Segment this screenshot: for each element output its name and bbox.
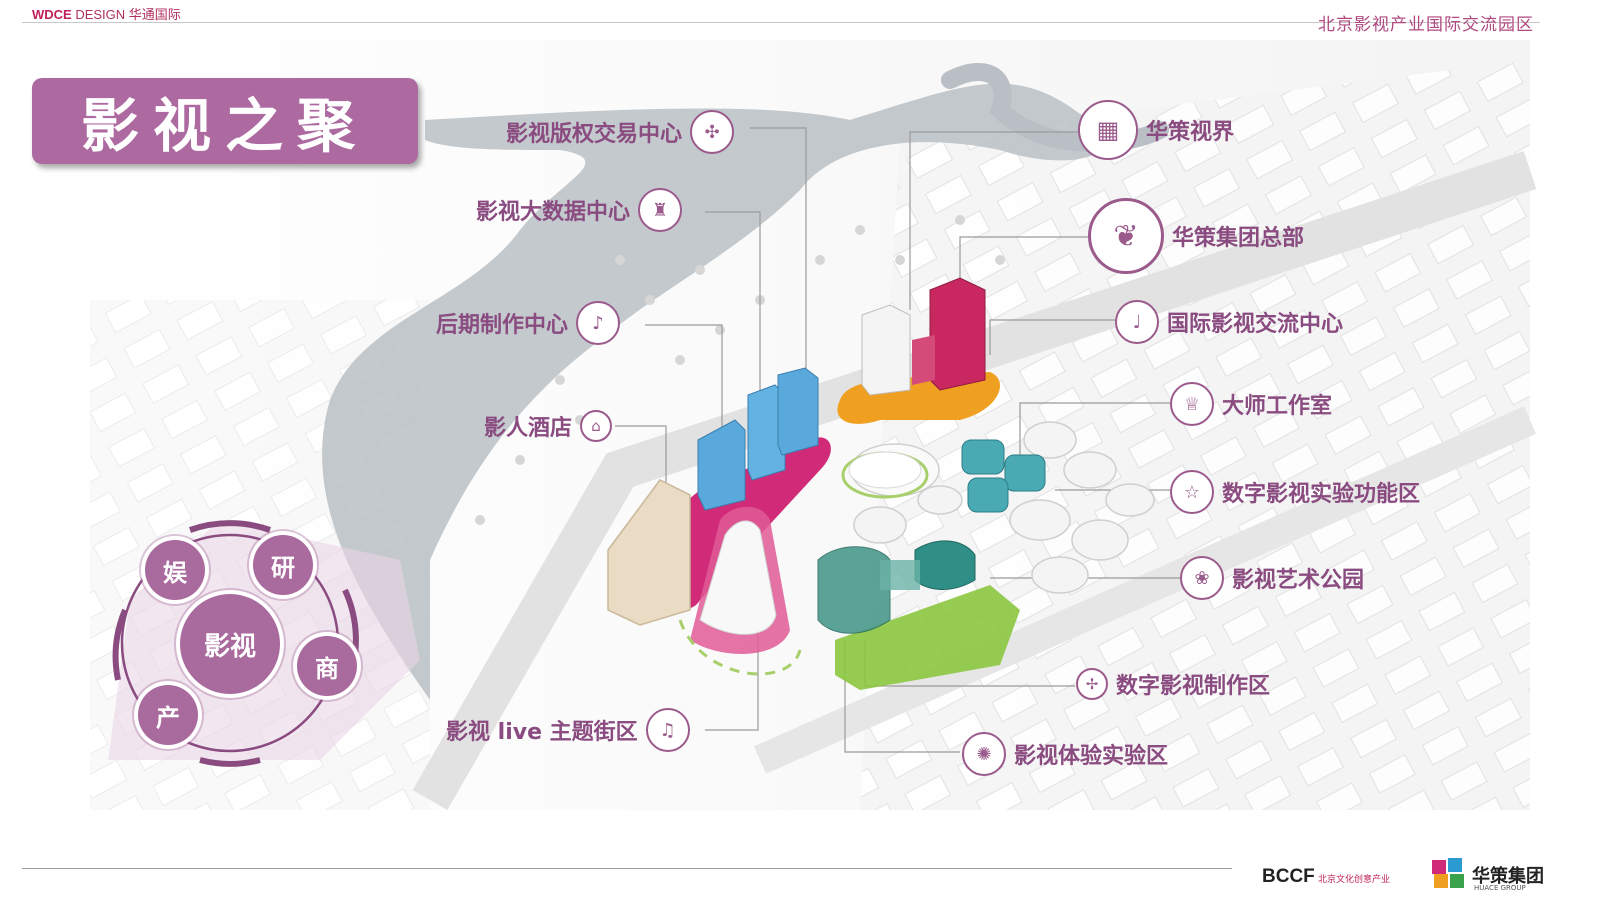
wheel-node-research: 研 [253, 535, 313, 595]
label-huace-vision-text: 华策视界 [1146, 120, 1235, 145]
header-divider [22, 22, 1540, 23]
green-park [835, 585, 1020, 690]
cross-road [753, 406, 1537, 774]
huace-logo-icon [1432, 858, 1464, 888]
atom-icon: ✺ [962, 732, 1006, 776]
label-experience-zone: ✺ 影视体验实验区 [962, 732, 1168, 776]
label-huace-hq: ❦ 华策集团总部 [1088, 198, 1304, 274]
footer-divider [22, 868, 1232, 869]
label-big-data-center: 影视大数据中心 ♜ [476, 188, 683, 232]
wheel-center-node: 影视 [180, 594, 280, 694]
stage-icon: ▦ [1078, 100, 1138, 160]
label-experience-zone-text: 影视体验实验区 [1014, 744, 1169, 769]
label-live-street-text: 影视 live 主题街区 [446, 720, 638, 745]
wheel-arc-top [189, 520, 271, 533]
hotel-building [607, 479, 691, 626]
wheel-arc-bottom [199, 757, 261, 767]
microphone-icon: ♫ [645, 708, 690, 752]
label-master-studio: ♕ 大师工作室 [1170, 382, 1332, 426]
river [322, 83, 1104, 700]
project-name: 北京影视产业国际交流园区 [1318, 15, 1534, 35]
brand-logo: WDCE DESIGN 华通国际 [32, 4, 181, 23]
city-blocks-right [860, 60, 1530, 810]
bccf-logo-sub: 北京文化创意产业 [1318, 875, 1391, 885]
music-note-icon: ♪ [576, 301, 621, 345]
tower-icon: ♜ [638, 188, 683, 232]
page-title: 影视之聚 [80, 92, 369, 160]
green-dash-arc [678, 619, 802, 676]
white-street [699, 520, 777, 635]
production-connector [880, 560, 920, 590]
wheel-node-entertainment: 娱 [145, 540, 205, 600]
puzzle-icon: ✣ [690, 110, 735, 154]
label-live-street: 影视 live 主题街区 ♫ [446, 708, 690, 752]
label-copyright-center-text: 影视版权交易中心 [506, 122, 683, 147]
label-digital-lab-text: 数字影视实验功能区 [1222, 482, 1421, 507]
trophy-icon: ♕ [1170, 382, 1214, 426]
label-digital-production: ✢ 数字影视制作区 [1076, 668, 1270, 700]
label-copyright-center: 影视版权交易中心 ✣ [506, 110, 735, 154]
production-block [817, 546, 891, 634]
brand-bold: WDCE [32, 7, 72, 22]
hq-tower [929, 277, 986, 391]
label-hotel-text: 影人酒店 [484, 416, 573, 441]
teal-blocks [961, 439, 1046, 513]
production-block-b [914, 540, 976, 590]
wheel-node-industry: 产 [138, 685, 198, 745]
fan-icon: ✢ [1076, 668, 1108, 700]
bccf-logo: BCCF [1262, 866, 1315, 887]
label-digital-lab: ☆ 数字影视实验功能区 [1170, 470, 1420, 514]
tree-icon: ❀ [1180, 556, 1224, 600]
wheel-arc-left [112, 608, 128, 681]
label-master-studio-text: 大师工作室 [1222, 394, 1333, 419]
central-plaza [848, 451, 922, 489]
label-art-park: ❀ 影视艺术公园 [1180, 556, 1364, 600]
label-exchange-center: ♩ 国际影视交流中心 [1115, 300, 1343, 344]
label-huace-hq-text: 华策集团总部 [1172, 226, 1305, 251]
brand-rest: DESIGN 华通国际 [71, 7, 181, 22]
main-road [412, 151, 1537, 810]
label-big-data-center-text: 影视大数据中心 [476, 200, 631, 225]
label-exchange-center-text: 国际影视交流中心 [1167, 312, 1344, 337]
hq-annex [912, 335, 935, 385]
white-tower [861, 304, 911, 396]
blue-towers [697, 367, 819, 511]
label-hotel: 影人酒店 ⌂ [484, 410, 613, 442]
star-icon: ☆ [1170, 470, 1214, 514]
guitar-icon: ♩ [1115, 300, 1159, 344]
label-digital-production-text: 数字影视制作区 [1116, 674, 1271, 699]
label-huace-vision: ▦ 华策视界 [1078, 100, 1234, 160]
label-art-park-text: 影视艺术公园 [1232, 568, 1365, 593]
label-post-production-center: 后期制作中心 ♪ [436, 301, 621, 345]
plant-icon: ❦ [1088, 198, 1164, 274]
wheel-node-commerce: 商 [297, 636, 357, 696]
page-title-box: 影视之聚 [32, 78, 418, 164]
huace-logo-sub: HUACE GROUP [1474, 884, 1526, 892]
label-post-production-center-text: 后期制作中心 [436, 313, 569, 338]
huace-logo-name: 华策集团 [1472, 866, 1544, 887]
bed-icon: ⌂ [580, 410, 613, 442]
